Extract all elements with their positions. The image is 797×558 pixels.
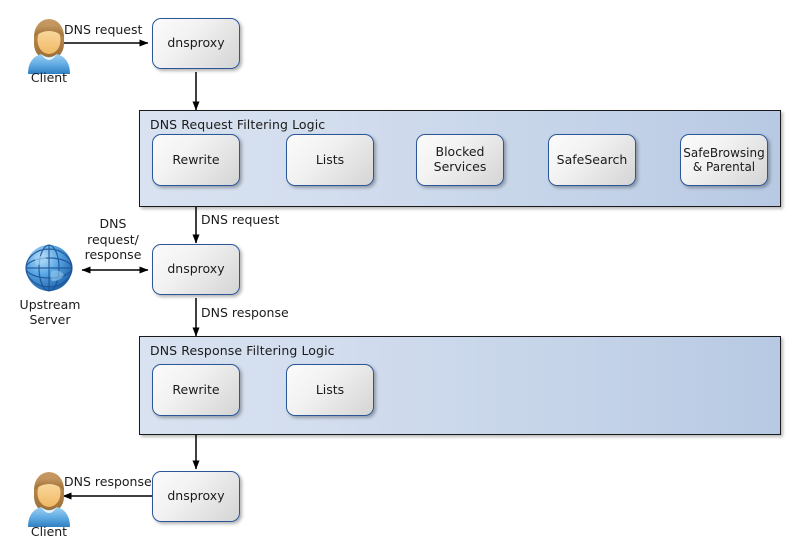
dnsproxy-top-label: dnsproxy [167, 35, 225, 51]
stage-safesearch[interactable]: SafeSearch [548, 134, 636, 186]
dns-request-filtering-title: DNS Request Filtering Logic [150, 117, 326, 132]
dns-response-filtering-group: DNS Response Filtering Logic [139, 336, 781, 435]
edge-label-proxy-to-response-filter: DNS response [201, 305, 289, 320]
dnsproxy-middle-label: dnsproxy [167, 261, 225, 277]
stage-lists-request[interactable]: Lists [286, 134, 374, 186]
dns-response-filtering-title: DNS Response Filtering Logic [150, 343, 335, 358]
stage-safebrowsing-parental[interactable]: SafeBrowsing & Parental [680, 134, 768, 186]
globe-icon [25, 244, 73, 292]
client-bottom-label: Client [30, 524, 68, 539]
upstream-server-label: Upstream Server [19, 297, 81, 328]
dnsproxy-bottom-node[interactable]: dnsproxy [152, 471, 240, 522]
stage-safebrowsing-parental-label: SafeBrowsing & Parental [683, 145, 765, 174]
person-icon [28, 19, 70, 74]
edge-label-upstream-exchange: DNS request/ response [84, 216, 142, 263]
stage-lists-response-label: Lists [315, 381, 345, 397]
stage-rewrite-request[interactable]: Rewrite [152, 134, 240, 186]
stage-rewrite-response-label: Rewrite [172, 381, 220, 397]
stage-lists-request-label: Lists [315, 151, 345, 167]
edge-label-proxy-to-request-filter: DNS request [201, 212, 280, 227]
edge-label-proxy-to-client: DNS response [64, 474, 152, 489]
stage-blocked-services[interactable]: Blocked Services [416, 134, 504, 186]
client-top-label: Client [30, 70, 68, 85]
stage-blocked-services-label: Blocked Services [433, 144, 487, 174]
stage-rewrite-response[interactable]: Rewrite [152, 364, 240, 416]
person-icon [28, 472, 70, 527]
dnsproxy-bottom-label: dnsproxy [167, 488, 225, 504]
dnsproxy-top-node[interactable]: dnsproxy [152, 18, 240, 69]
stage-rewrite-request-label: Rewrite [172, 151, 220, 167]
stage-lists-response[interactable]: Lists [286, 364, 374, 416]
stage-safesearch-label: SafeSearch [556, 151, 628, 167]
dnsproxy-middle-node[interactable]: dnsproxy [152, 244, 240, 295]
edge-label-client-to-proxy: DNS request [64, 22, 143, 37]
